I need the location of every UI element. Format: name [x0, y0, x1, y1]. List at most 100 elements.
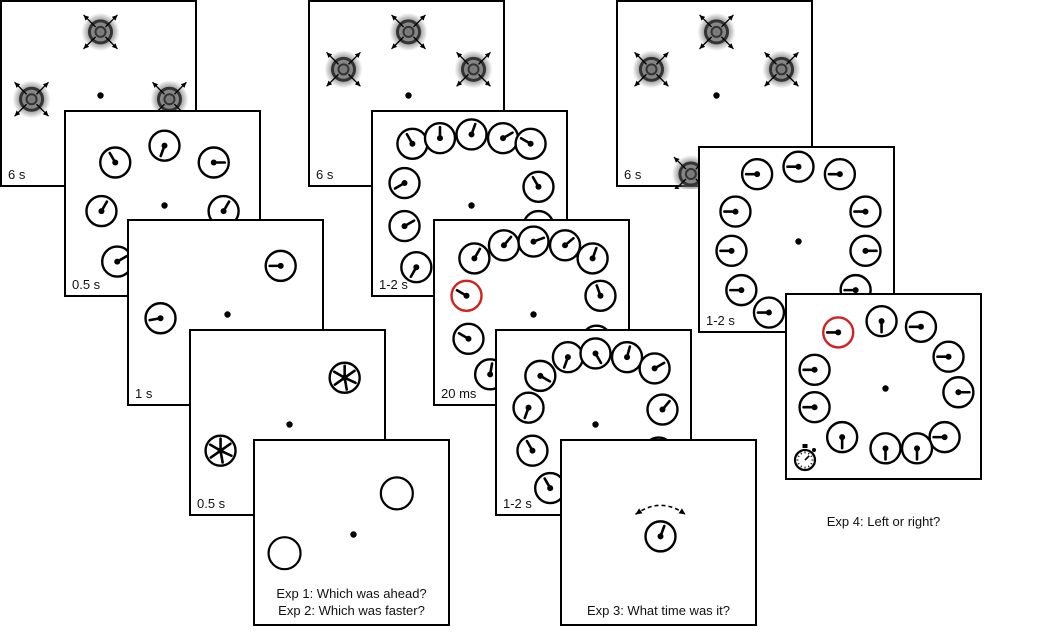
duration-label: 6 s: [316, 167, 334, 182]
clock-icon: [396, 127, 429, 160]
fixation-dot: [405, 92, 412, 99]
stimulus-canvas: [144, 249, 297, 335]
caption-exp4: Exp 4: Left or right?: [826, 514, 941, 529]
clock-icon: [900, 432, 934, 465]
clock-icon: [388, 166, 421, 200]
clock-icon: [551, 340, 585, 374]
clock-icon: [148, 129, 181, 162]
moving-stimulus-icon: [454, 50, 493, 89]
clock-icon: [638, 352, 671, 385]
clock-icon: [610, 340, 644, 374]
fixation-dot: [97, 92, 104, 99]
clock-icon: [740, 157, 774, 191]
fixation-dot: [713, 92, 720, 99]
clock-icon: [823, 157, 857, 191]
duration-label: 0.5 s: [197, 496, 226, 511]
clock-icon: [487, 229, 521, 262]
clock-icon: [646, 393, 679, 426]
clock-icon: [584, 279, 617, 313]
clock-icon: [388, 209, 421, 243]
clock-icon: [197, 146, 230, 179]
clock-icon: [869, 432, 902, 465]
clock-icon: [85, 194, 118, 228]
clock-icon: [524, 359, 557, 393]
stimulus-canvas: [635, 504, 686, 553]
fixation-dot: [224, 311, 231, 318]
duration-label: 1-2 s: [379, 277, 408, 292]
question-line-1: Exp 3: What time was it?: [586, 603, 731, 618]
moving-stimulus-icon: [762, 50, 801, 89]
clock-icon: [928, 420, 961, 454]
clock-icon: [782, 150, 815, 183]
fixation-dot: [161, 202, 168, 209]
frame-b5-response: Exp 3: What time was it?: [560, 439, 757, 626]
clock-icon: [822, 316, 855, 349]
moving-stimulus-icon: [324, 50, 363, 89]
clock-icon: [865, 304, 898, 338]
duration-label: 6 s: [624, 167, 642, 182]
stopwatch-icon: [793, 444, 817, 472]
clock-icon: [522, 170, 555, 204]
mask-star-icon: [204, 434, 237, 467]
moving-stimulus-icon: [697, 12, 736, 51]
fixation-dot: [592, 421, 599, 428]
stimulus-canvas: [204, 361, 361, 467]
clock-icon: [99, 146, 132, 179]
moving-stimulus-icon: [12, 80, 51, 119]
clock-icon: [849, 195, 882, 228]
clock-icon: [932, 340, 965, 373]
clock-icon: [579, 337, 612, 370]
clock-icon: [798, 390, 831, 424]
frame-a5-response: Exp 1: Which was ahead? Exp 2: Which was…: [253, 439, 450, 626]
empty-circle-icon: [379, 476, 414, 511]
clock-icon: [400, 251, 433, 284]
clock-icon: [576, 242, 609, 275]
frame-c3-cued-clocks: [785, 293, 982, 480]
clock-icon: [752, 296, 786, 329]
clock-icon: [486, 121, 520, 155]
empty-circle-icon: [267, 536, 302, 571]
clock-icon: [455, 118, 488, 151]
rotate-arrow-icon: [635, 504, 686, 516]
clock-icon: [458, 242, 491, 275]
clock-icon: [101, 245, 134, 278]
moving-stimulus-icon: [81, 12, 120, 51]
stimulus-canvas: [512, 337, 679, 505]
clock-icon: [725, 273, 758, 307]
clock-icon: [715, 234, 748, 268]
fixation-dot: [882, 385, 889, 392]
stimulus-canvas: [793, 304, 975, 472]
fixation-dot: [530, 311, 537, 318]
clock-icon: [517, 225, 550, 258]
clock-icon: [849, 234, 882, 268]
clock-icon: [452, 322, 485, 356]
clock-icon: [512, 391, 545, 424]
clock-icon: [798, 353, 831, 387]
stimulus-canvas: [12, 12, 189, 119]
duration-label: 6 s: [8, 167, 26, 182]
clock-icon: [144, 302, 177, 335]
clock-icon: [423, 121, 457, 155]
clock-icon: [904, 310, 938, 343]
duration-label: 1-2 s: [706, 313, 735, 328]
fixation-dot: [468, 202, 475, 209]
fixation-dot: [795, 238, 802, 245]
duration-label: 20 ms: [441, 386, 477, 401]
frame-c1-motion-cue: 6 s: [616, 0, 813, 189]
stimulus-canvas: [267, 476, 414, 571]
fixation-dot: [286, 421, 293, 428]
clock-icon: [450, 279, 483, 313]
clock-icon: [516, 434, 549, 467]
fixation-dot: [350, 531, 357, 538]
duration-label: 1 s: [135, 386, 153, 401]
clock-icon: [548, 229, 582, 262]
clock-icon: [719, 195, 752, 228]
stimulus-canvas: [85, 129, 240, 278]
stimulus-canvas: [632, 12, 801, 189]
clock-icon: [514, 127, 547, 160]
duration-label: 1-2 s: [503, 496, 532, 511]
question-line-1: Exp 1: Which was ahead?: [276, 586, 427, 601]
moving-stimulus-icon: [632, 50, 671, 89]
clock-icon: [825, 420, 859, 454]
clock-icon: [942, 376, 975, 409]
